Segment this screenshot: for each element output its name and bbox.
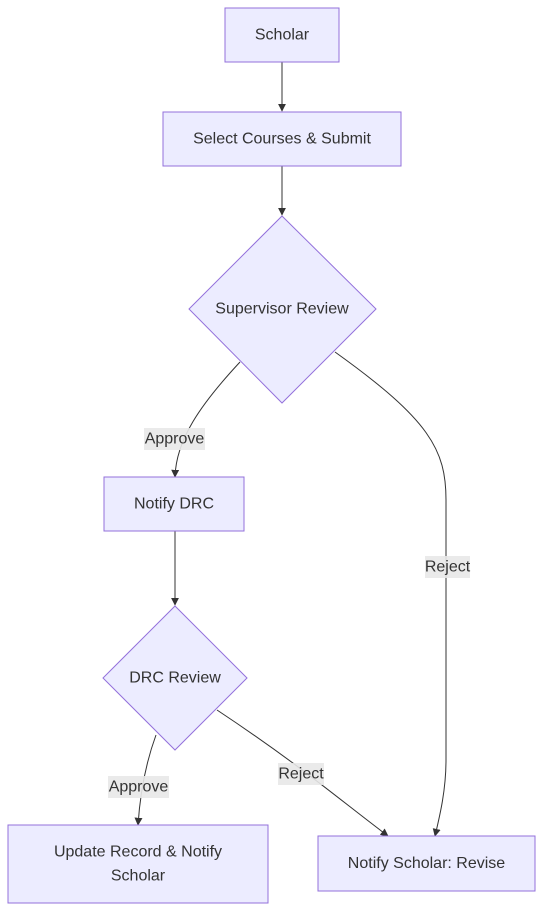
node-notify-revise: Notify Scholar: Revise [317, 835, 536, 892]
edge-label-drc-approve: Approve [108, 776, 169, 798]
node-label: DRC Review [129, 670, 221, 687]
node-scholar: Scholar [224, 7, 340, 63]
edge-label-text: Reject [278, 766, 324, 783]
edge-supervisor-approve [171, 361, 241, 478]
edge-label-text: Reject [425, 559, 471, 576]
edge-supervisor-reject [334, 351, 447, 837]
node-label: Scholar [255, 27, 310, 44]
edge-label-drc-reject: Reject [278, 763, 324, 785]
node-notify-drc: Notify DRC [103, 476, 245, 532]
node-update-record: Update Record & Notify Scholar [7, 824, 269, 904]
edge-label-supervisor-reject: Reject [425, 556, 471, 578]
node-select-courses: Select Courses & Submit [162, 111, 402, 167]
edge-label-text: Approve [109, 779, 169, 796]
node-label: Notify DRC [134, 496, 214, 513]
edge-label-supervisor-approve: Approve [144, 428, 205, 450]
node-label: Notify Scholar: Revise [348, 855, 505, 872]
node-label: Supervisor Review [215, 301, 349, 318]
node-label-line-1: Update Record & Notify [54, 844, 222, 861]
node-label-line-2: Scholar [111, 868, 166, 885]
decision-supervisor-review: Supervisor Review [188, 215, 377, 404]
decision-drc-review: DRC Review [102, 605, 248, 751]
edge-label-text: Approve [145, 431, 205, 448]
node-label: Select Courses & Submit [193, 131, 371, 148]
